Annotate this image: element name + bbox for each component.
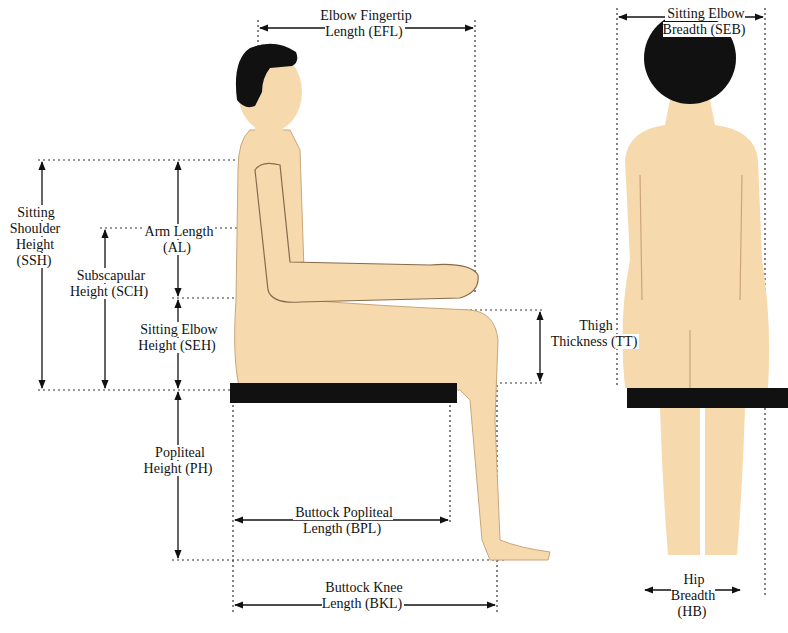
dimension-label: Hip Breadth (HB): [664, 572, 722, 620]
label-text: Buttock Popliteal Length (BPL): [293, 505, 393, 536]
label-text: Subscapular Height (SCH): [70, 268, 150, 299]
seated-person-side: [230, 44, 550, 560]
seated-person-rear: [622, 12, 788, 555]
dimension-label: Popliteal Height (PH): [136, 445, 222, 477]
dimension-label: Sitting Elbow Breadth (SEB): [655, 6, 755, 38]
label-text: Buttock Knee Length (BKL): [322, 580, 404, 611]
dimension-label: Buttock Popliteal Length (BPL): [278, 505, 408, 537]
label-text: Arm Length (AL): [143, 224, 214, 255]
dimension-label: Sitting Shoulder Height (SSH): [4, 205, 66, 269]
label-text: Thigh Thickness (TT): [551, 318, 640, 349]
dimension-label: Buttock Knee Length (BKL): [308, 580, 418, 612]
dimension-label: Thigh Thickness (TT): [548, 318, 642, 350]
label-text: Sitting Shoulder Height (SSH): [10, 205, 61, 268]
dimension-label: Elbow Fingertip Length (EFL): [305, 8, 425, 40]
label-text: Hip Breadth (HB): [671, 572, 715, 619]
dimension-label: Sitting Elbow Height (SEH): [126, 322, 230, 354]
dimension-label: Subscapular Height (SCH): [62, 268, 158, 300]
label-text: Sitting Elbow Height (SEH): [138, 322, 217, 353]
label-text: Elbow Fingertip Length (EFL): [318, 8, 411, 39]
label-text: Popliteal Height (PH): [144, 445, 215, 476]
label-text: Sitting Elbow Breadth (SEB): [663, 6, 748, 37]
dimension-label: Arm Length (AL): [138, 224, 218, 256]
